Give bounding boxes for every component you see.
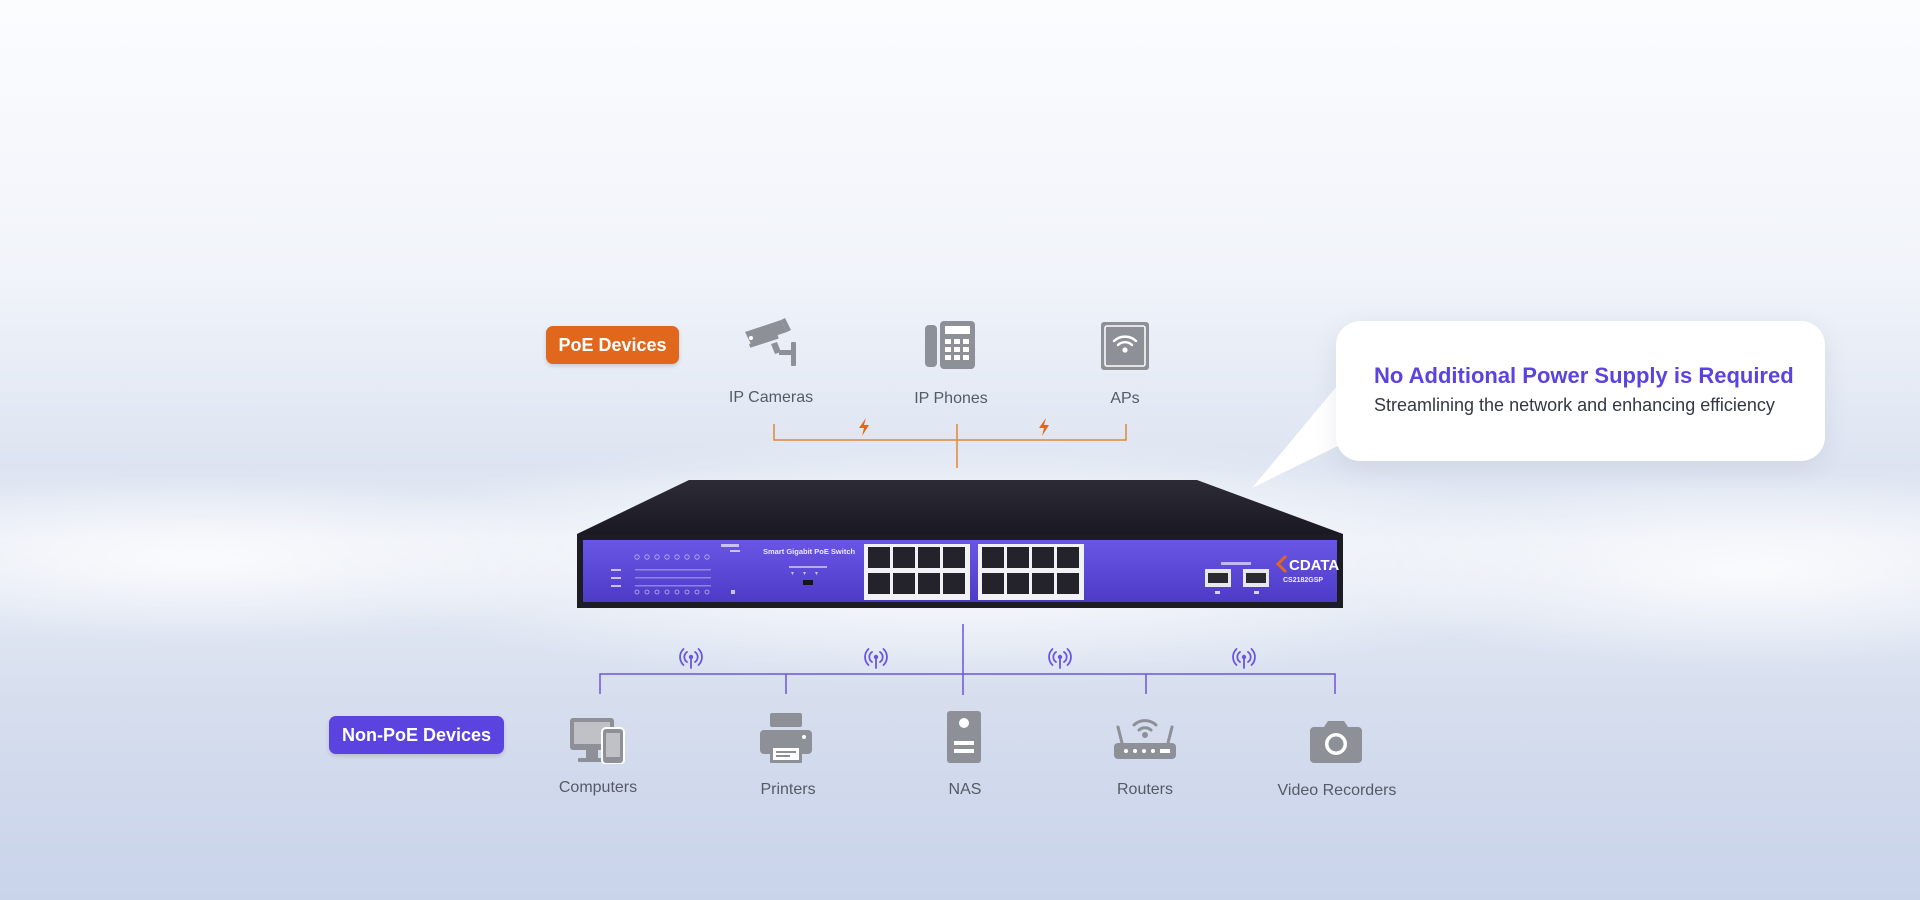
- rj45-port: [893, 573, 915, 594]
- poe-devices-tag: PoE Devices: [546, 326, 679, 364]
- rj45-port: [1032, 573, 1054, 594]
- rj45-port: [1057, 547, 1079, 568]
- ip-phones-label: IP Phones: [914, 390, 988, 407]
- rj45-port: [943, 573, 965, 594]
- wireless-signal-icon: [1232, 648, 1256, 669]
- lightning-icon: [1039, 418, 1049, 436]
- poe-switch: Smart Gigabit PoE Switch CDATA CS2182GSP: [577, 480, 1343, 608]
- lightning-icon: [859, 418, 869, 436]
- access-point-icon: [1101, 322, 1149, 370]
- non-poe-devices-tag: Non-PoE Devices: [329, 716, 504, 754]
- ip-cameras-label: IP Cameras: [728, 389, 814, 406]
- computer-icon: [570, 718, 625, 764]
- callout-bubble: No Additional Power Supply is Required S…: [1336, 321, 1825, 461]
- rj45-port: [982, 547, 1004, 568]
- router-icon: [1114, 719, 1176, 759]
- callout-subtitle: Streamlining the network and enhancing e…: [1374, 395, 1775, 415]
- video-recorders-label: Video Recorders: [1277, 782, 1397, 799]
- wireless-signal-icon: [1048, 648, 1072, 669]
- wireless-signal-icon: [864, 648, 888, 669]
- aps-label: APs: [1110, 390, 1140, 407]
- nas-icon: [947, 711, 981, 763]
- rj45-port: [918, 573, 940, 594]
- rj45-port: [982, 573, 1004, 594]
- rj45-port: [1007, 547, 1029, 568]
- printers-label: Printers: [760, 781, 816, 798]
- rj45-port: [1007, 573, 1029, 594]
- nas-label: NAS: [948, 781, 982, 798]
- rj45-port: [868, 547, 890, 568]
- rj45-port: [918, 547, 940, 568]
- brand-logo: CDATA: [1289, 557, 1339, 574]
- model-number: CS2182GSP: [1283, 577, 1323, 584]
- computers-label: Computers: [558, 779, 638, 796]
- rj45-port: [943, 547, 965, 568]
- callout-title: No Additional Power Supply is Required: [1374, 363, 1794, 388]
- camera-icon: [1310, 721, 1362, 763]
- switch-name: Smart Gigabit PoE Switch: [763, 547, 856, 556]
- printer-icon: [760, 713, 812, 763]
- cctv-camera-icon: [745, 318, 796, 366]
- wireless-signal-icon: [679, 648, 703, 669]
- routers-label: Routers: [1116, 781, 1174, 798]
- rj45-port: [868, 573, 890, 594]
- desk-phone-icon: [925, 321, 975, 369]
- rj45-port: [1057, 573, 1079, 594]
- rj45-port: [1032, 547, 1054, 568]
- callout-pointer: [1252, 380, 1350, 488]
- rj45-port: [893, 547, 915, 568]
